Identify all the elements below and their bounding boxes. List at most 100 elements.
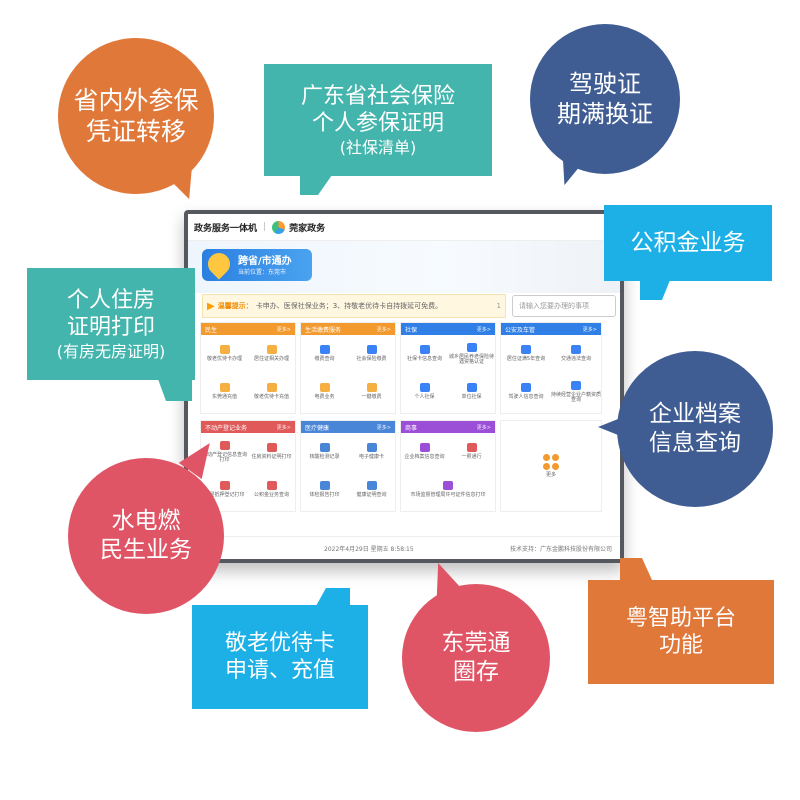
service-label: 社会保险缴费 (356, 356, 387, 363)
service-item[interactable]: 缴费查询 (301, 335, 348, 373)
service-label: 一键缴费 (361, 394, 382, 401)
callout-tail (316, 588, 350, 606)
service-item[interactable]: 一照通行 (448, 433, 495, 471)
callout-insurance-transfer: 省内外参保 凭证转移 (58, 38, 214, 194)
callout-line: 凭证转移 (85, 117, 186, 146)
callout-dongguantong: 东莞通 圈存 (402, 584, 550, 732)
service-icon (521, 383, 531, 393)
service-item[interactable]: 电子健康卡 (348, 433, 395, 471)
footer-datetime: 2022年4月29日 星期五 8:58:15 (324, 545, 414, 553)
card-utilities: 生活缴费服务更多> 缴费查询 社会保险缴费 电费业务 一键缴费 (300, 322, 396, 414)
callout-line: 东莞通 (441, 630, 511, 657)
service-icon (466, 342, 477, 352)
service-item[interactable]: 一键缴费 (348, 373, 395, 411)
more-link[interactable]: 更多> (376, 424, 391, 431)
service-item[interactable]: 企业档案信息查询 (401, 433, 448, 471)
service-item[interactable]: 不动产登记信息查询打印 (201, 433, 248, 471)
service-item[interactable]: 社会保险缴费 (348, 335, 395, 373)
kiosk-header: 政务服务一体机 | 莞家政务 (188, 214, 620, 241)
card-public-security: 公安及车管更多> 居住证满5年查询 交通违法查询 驾驶人信息查询 持续经营企业户… (500, 322, 602, 414)
callout-line: 圈存 (453, 659, 499, 685)
card-real-estate: 不动产登记业务更多> 不动产登记信息查询打印 住房资料证明打印 房屋抵押登记打印… (200, 420, 296, 512)
service-item[interactable]: 核酸检测记录 (301, 433, 348, 471)
service-item[interactable]: 社保卡信息查询 (401, 335, 448, 373)
notice-row: ▶ 温馨提示： 卡申办、医保社保业务；3、持敬老优待卡自持拨延可免费。 1 请输… (188, 293, 620, 319)
callout-line: 个人住房 (66, 287, 155, 313)
callout-line: 民生业务 (100, 537, 192, 563)
more-link[interactable]: 更多> (582, 326, 597, 333)
notice-label: 温馨提示： (217, 302, 253, 310)
more-link[interactable]: 更多> (476, 326, 491, 333)
service-item[interactable]: 电费业务 (301, 373, 348, 411)
service-icon (419, 383, 430, 393)
card-title: 社保 (405, 326, 418, 334)
service-item[interactable]: 个人社保 (401, 373, 448, 411)
service-icon (319, 443, 330, 453)
callout-line: 驾驶证 (569, 70, 641, 98)
service-item[interactable]: 居住证满5年查询 (501, 335, 551, 373)
service-label: 持续经营企业户籍资质查询 (551, 391, 601, 403)
callout-line: 广东省社会保险 (300, 83, 455, 109)
service-icon (319, 481, 330, 491)
service-item[interactable]: 驾驶人信息查询 (501, 373, 551, 411)
service-item[interactable]: 交通违法查询 (551, 335, 601, 373)
kiosk-banner: 跨省/市通办 当前位置：东莞市 (188, 241, 620, 293)
current-location-label: 当前位置：东莞市 (238, 269, 287, 276)
service-icon (366, 443, 377, 453)
service-icon (219, 481, 230, 491)
service-item[interactable]: 敬老优待卡充值 (248, 373, 295, 411)
service-item[interactable]: 住房资料证明打印 (248, 433, 295, 471)
card-head: 公安及车管更多> (501, 323, 601, 335)
service-item[interactable]: 体检报告打印 (301, 471, 348, 509)
service-label: 体检报告打印 (309, 492, 340, 499)
callout-yuezhizhu-platform: 粤智助平台 功能 (588, 580, 774, 684)
callout-line: (社保清单) (339, 137, 417, 157)
speaker-icon: ▶ (207, 300, 215, 312)
callout-line: 水电燃 (111, 508, 181, 535)
service-item[interactable]: 健康证明查询 (348, 471, 395, 509)
service-icon (366, 383, 377, 393)
card-head: 社保 更多> (401, 323, 495, 335)
service-item[interactable]: 东莞通充值 (201, 373, 248, 411)
service-icon (266, 443, 277, 453)
more-link[interactable]: 更多> (376, 326, 391, 333)
service-item[interactable]: 市场监督管理局许可证件信息打印 (401, 471, 495, 509)
callout-line: (有房无房证明) (56, 341, 166, 361)
service-item[interactable]: 城乡居民养老保险待遇资格认证 (448, 335, 495, 373)
card-social-security: 社保 更多> 社保卡信息查询 城乡居民养老保险待遇资格认证 个人社保 单位社保 (400, 322, 496, 414)
brand-logo-icon (272, 220, 286, 234)
more-link[interactable]: 更多> (276, 326, 291, 333)
service-icon (266, 481, 277, 491)
service-label: 居住证满5年查询 (506, 356, 546, 363)
callout-line: 省内外参保 (73, 85, 199, 115)
more-link[interactable]: 更多> (476, 424, 491, 431)
service-icon (571, 345, 581, 355)
service-label: 交通违法查询 (560, 356, 591, 363)
notice-text: 卡申办、医保社保业务；3、持敬老优待卡自持拨延可免费。 (255, 302, 443, 310)
service-item[interactable]: 居住证相关办理 (248, 335, 295, 373)
more-grid-icon (543, 453, 559, 470)
service-label: 电子健康卡 (358, 454, 384, 461)
callout-tail (620, 558, 652, 580)
service-label: 单位社保 (461, 394, 482, 401)
service-label: 核酸检测记录 (309, 454, 340, 461)
service-item[interactable]: 房屋抵押登记打印 (201, 471, 248, 509)
location-pin-icon (203, 248, 235, 280)
service-label: 市场监督管理局许可证件信息打印 (410, 492, 486, 499)
more-link[interactable]: 更多> (276, 424, 291, 431)
service-icon (319, 345, 330, 355)
service-item[interactable]: 公积金业务查询 (248, 471, 295, 509)
footer-support: 技术支持：广东金鹏科技股份有限公司 (509, 545, 612, 553)
search-input[interactable]: 请输入您要办理的事项 (512, 295, 616, 317)
service-icon (366, 481, 377, 491)
service-item[interactable]: 持续经营企业户籍资质查询 (551, 373, 601, 411)
service-item[interactable]: 单位社保 (448, 373, 495, 411)
callout-license-renewal: 驾驶证 期满换证 (530, 24, 680, 174)
card-more[interactable]: 更多 (500, 420, 602, 512)
service-icon (521, 345, 531, 355)
more-services[interactable]: 更多 (501, 421, 601, 511)
cross-region-button[interactable]: 跨省/市通办 当前位置：东莞市 (202, 248, 312, 281)
service-item[interactable]: 敬老优待卡办理 (201, 335, 248, 373)
service-label: 居住证相关办理 (253, 356, 289, 363)
callout-line: 申请、充值 (224, 658, 335, 683)
